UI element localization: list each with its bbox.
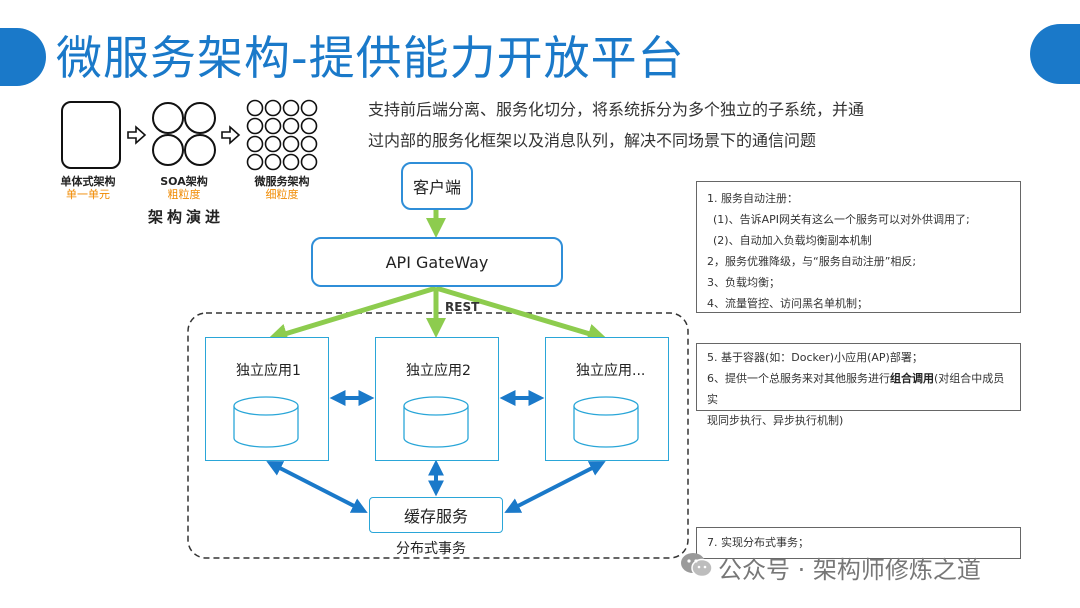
evo-stage3-label: 微服务架构 [254, 175, 310, 188]
note1-line1: 1. 服务自动注册： [707, 192, 798, 205]
app1-box: 独立应用1 [205, 337, 329, 461]
app3-database-icon [573, 396, 639, 448]
app2-database-icon [403, 396, 469, 448]
note1-line5: 3、负载均衡； [707, 276, 780, 289]
description-line2: 过内部的服务化框架以及消息队列，解决不同场景下的通信问题 [368, 131, 817, 150]
evo-stage2-sub: 粗粒度 [167, 188, 201, 201]
microservice-circle [282, 99, 300, 117]
app1-label: 独立应用1 [236, 363, 301, 379]
monolith-shape [61, 101, 121, 169]
app1-database-icon [233, 396, 299, 448]
microservice-circle [246, 153, 264, 171]
microservice-circle [300, 99, 318, 117]
microservice-shape [246, 99, 318, 171]
description-line1: 支持前后端分离、服务化切分，将系统拆分为多个独立的子系统，并通 [368, 100, 865, 119]
notes-box-1: 1. 服务自动注册： (1)、告诉API网关有这么一个服务可以对外供调用了; (… [696, 181, 1021, 313]
soa-shape [152, 102, 216, 166]
microservice-circle [246, 117, 264, 135]
microservice-circle [282, 117, 300, 135]
app2-label: 独立应用2 [406, 363, 471, 379]
app3-cache-arrow [504, 461, 606, 513]
app3-label: 独立应用... [576, 363, 646, 379]
cache-service-label: 缓存服务 [403, 507, 468, 526]
microservice-circle [300, 117, 318, 135]
header-right-tab [1030, 24, 1080, 84]
note1-line2: (1)、告诉API网关有这么一个服务可以对外供调用了; [713, 213, 970, 226]
evolution-arrow-2 [221, 125, 241, 145]
note3-line1: 7. 实现分布式事务； [707, 536, 809, 549]
page-title: 微服务架构-提供能力开放平台 [56, 31, 685, 85]
gateway-to-app3-arrow [435, 285, 608, 344]
evo-stage3-sub: 细粒度 [265, 188, 299, 201]
microservice-circle [282, 153, 300, 171]
header-left-tab [0, 28, 46, 86]
client-label: 客户端 [412, 178, 461, 197]
evolution-caption: 架构演进 [148, 208, 225, 226]
note2-line2-pre: 6、提供一个总服务来对其他服务进行 [707, 372, 890, 385]
microservice-circle [246, 99, 264, 117]
client-box: 客户端 [401, 162, 473, 210]
rest-label: REST [445, 300, 480, 314]
wechat-icon [681, 553, 713, 578]
evo-stage2-label: SOA架构 [160, 175, 208, 188]
evolution-arrow-1 [127, 125, 147, 145]
distributed-transaction-label: 分布式事务 [396, 541, 466, 557]
evo-stage1-label: 单体式架构 [60, 175, 116, 188]
architecture-evolution-graphic [61, 99, 318, 171]
note2-line1: 5. 基于容器(如：Docker)小应用(AP)部署； [707, 351, 923, 364]
note1-line3: (2)、自动加入负载均衡副本机制 [713, 234, 872, 247]
api-gateway-label: API GateWay [385, 252, 489, 272]
watermark-text: 公众号 · 架构师修炼之道 [718, 556, 981, 584]
microservice-circle [264, 135, 282, 153]
note1-line6: 4、流量管控、访问黑名单机制； [707, 297, 868, 310]
gateway-to-app1-arrow [267, 285, 437, 344]
microservice-circle [264, 117, 282, 135]
app1-cache-arrow [266, 461, 368, 513]
notes-box-2: 5. 基于容器(如：Docker)小应用(AP)部署； 6、提供一个总服务来对其… [696, 343, 1021, 427]
app3-box: 独立应用... [545, 337, 669, 461]
note1-line4: 2，服务优雅降级，与“服务自动注册”相反; [707, 255, 917, 268]
evo-stage1-sub: 单一单元 [66, 188, 110, 201]
microservice-circle [300, 153, 318, 171]
microservice-circle [264, 99, 282, 117]
note2-line2-post: (对组合中成员实 [707, 372, 1005, 406]
note2-line2-bold: 组合调用 [890, 372, 934, 385]
diagram-connectors [187, 209, 689, 559]
api-gateway-box: API GateWay [311, 237, 563, 287]
notes-box-3: 7. 实现分布式事务； [696, 527, 1021, 559]
microservice-circle [246, 135, 264, 153]
note2-line3: 现同步执行、异步执行机制) [707, 414, 844, 427]
note2-line2: 6、提供一个总服务来对其他服务进行组合调用(对组合中成员实 [707, 368, 1010, 410]
app2-box: 独立应用2 [375, 337, 499, 461]
microservice-circle [300, 135, 318, 153]
microservice-circle [282, 135, 300, 153]
cache-service-box: 缓存服务 [369, 497, 503, 533]
microservice-circle [264, 153, 282, 171]
